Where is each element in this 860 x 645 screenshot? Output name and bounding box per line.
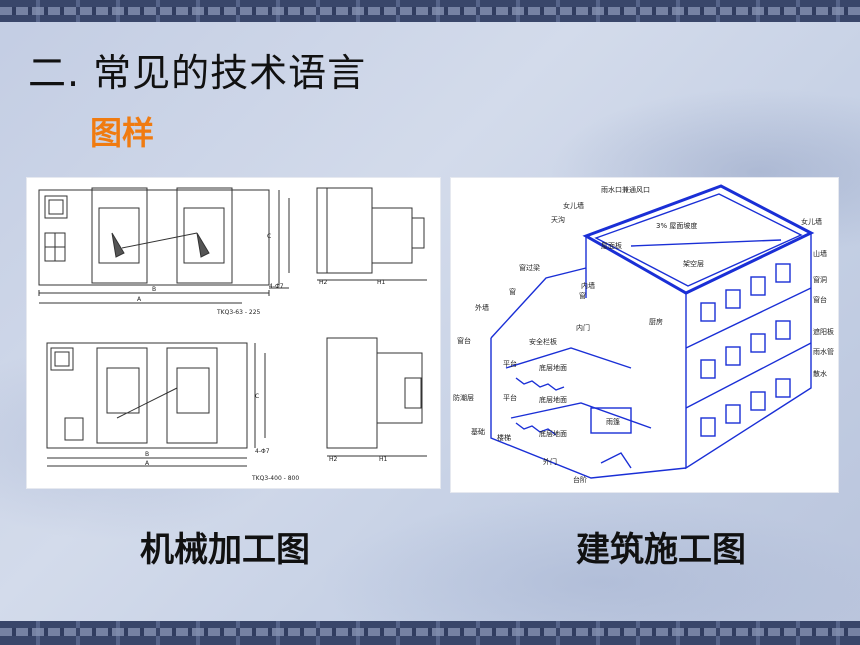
- dim-h1-bottom: H1: [379, 456, 388, 463]
- label-parapet: 女儿墙: [563, 201, 584, 210]
- bottom-border-band: [0, 621, 860, 645]
- slide-title: 二. 常见的技术语言: [28, 51, 367, 95]
- dim-b-top: B: [152, 286, 156, 293]
- label-canopy: 雨篷: [606, 417, 620, 426]
- label-slab-2: 底层地面: [539, 395, 567, 404]
- hole-label-top: 4-Φ7: [269, 283, 284, 290]
- label-coping: 天沟: [551, 215, 565, 224]
- label-lintel: 窗过梁: [519, 263, 540, 272]
- label-downpipe: 雨水管: [813, 347, 834, 356]
- dim-a-bottom: A: [145, 460, 150, 467]
- label-interior-wall: 内墙: [581, 281, 595, 290]
- label-landing-2: 平台: [503, 393, 517, 402]
- label-parapet-right: 女儿墙: [801, 217, 822, 226]
- architectural-drawing-figure: 雨水口兼通风口 女儿墙 天沟 屋面板 3% 屋面坡度 架空层 女儿墙 山墙 窗洞…: [451, 178, 838, 492]
- label-window-sill-left: 窗台: [457, 336, 471, 345]
- front-view-top: [38, 189, 270, 286]
- label-apron: 散水: [813, 369, 827, 378]
- top-border-band: [0, 0, 860, 22]
- label-outer-door: 外门: [543, 457, 557, 466]
- side-view-bottom: [326, 337, 378, 449]
- label-inner-door: 内门: [576, 323, 590, 332]
- mechanical-drawing-figure: B A C 4-Φ7 H2 H1 TKQ3-63 - 225 B A C 4-Φ…: [27, 178, 440, 488]
- dim-c-bottom: C: [255, 393, 259, 400]
- label-slab-1: 底层地面: [539, 363, 567, 372]
- label-overhead-floor: 架空层: [683, 259, 704, 268]
- label-window: 窗: [509, 287, 516, 296]
- label-window-sill: 窗台: [813, 295, 827, 304]
- model-label-bottom: TKQ3-400 - 800: [251, 475, 299, 482]
- mechanical-caption: 机械加工图: [140, 530, 310, 570]
- label-kitchen: 厨房: [649, 317, 663, 326]
- dim-h2-bottom: H2: [329, 456, 338, 463]
- front-view-bottom: [46, 342, 248, 449]
- dim-c-top: C: [267, 233, 271, 240]
- label-steps: 台阶: [573, 475, 587, 484]
- label-damp-course: 防潮层: [453, 393, 474, 402]
- side-view-top: [316, 187, 373, 274]
- dim-a-top: A: [137, 296, 142, 303]
- architectural-caption: 建筑施工图: [576, 530, 746, 570]
- dim-h2-top: H2: [319, 279, 328, 286]
- label-foundation: 基础: [471, 427, 485, 436]
- label-stair-beam: 楼梯: [497, 433, 511, 442]
- label-sunshade: 遮阳板: [813, 327, 834, 336]
- hole-label-bottom: 4-Φ7: [255, 448, 270, 455]
- label-window-opening: 窗洞: [813, 275, 827, 284]
- dim-b-bottom: B: [145, 451, 149, 458]
- label-slab-3: 底层地面: [539, 429, 567, 438]
- label-roof-drain: 雨水口兼通风口: [601, 185, 650, 194]
- label-landing-1: 平台: [503, 359, 517, 368]
- label-roof-panel: 屋面板: [601, 241, 622, 250]
- label-gable: 山墙: [813, 249, 827, 258]
- dim-h1-top: H1: [377, 279, 386, 286]
- architectural-drawing: 雨水口兼通风口 女儿墙 天沟 屋面板 3% 屋面坡度 架空层 女儿墙 山墙 窗洞…: [453, 184, 834, 484]
- label-roof-slope: 3% 屋面坡度: [656, 221, 697, 230]
- label-exterior-wall: 外墙: [475, 303, 489, 312]
- model-label-top: TKQ3-63 - 225: [216, 309, 261, 316]
- slide-subtitle: 图样: [90, 114, 155, 152]
- label-balcony-rail: 安全栏板: [529, 337, 557, 346]
- mechanical-drawing: B A C 4-Φ7 H2 H1 TKQ3-63 - 225 B A C 4-Φ…: [38, 187, 427, 482]
- label-window-small: 窗: [579, 291, 586, 300]
